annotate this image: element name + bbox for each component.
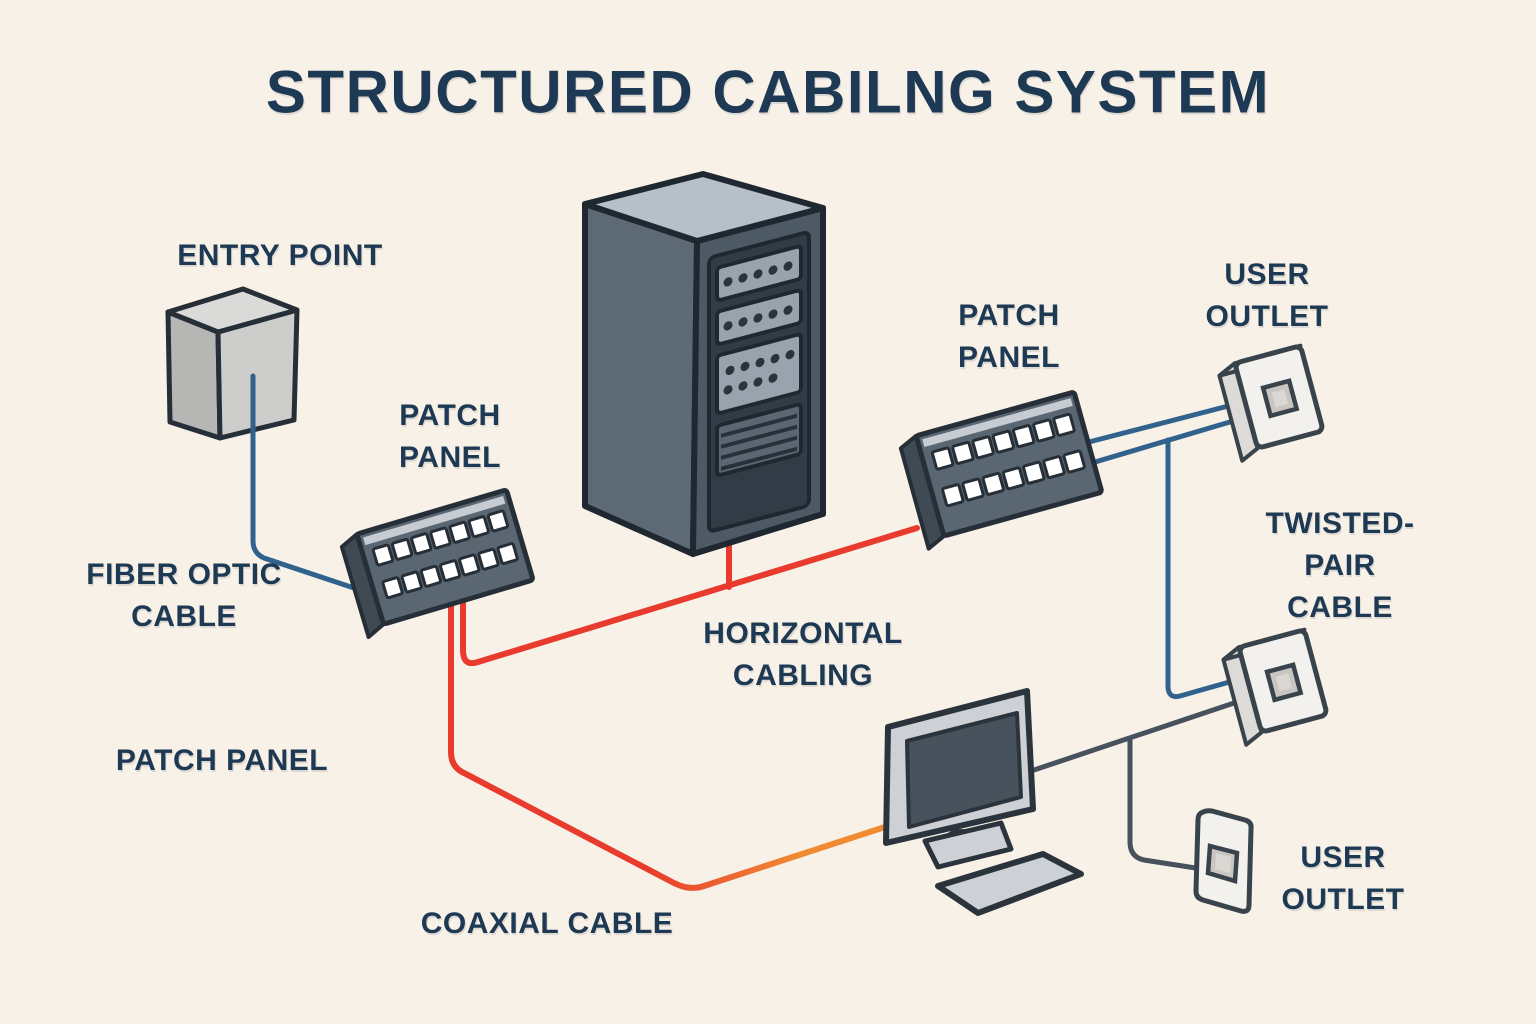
monitor-stand-base: [922, 820, 1014, 870]
patch-panel-left-label: PATCH PANEL: [399, 399, 501, 474]
fiber-branch-line: [1165, 437, 1243, 699]
twisted-pair-cable-label: TWISTED-PAIR CABLE: [1265, 507, 1415, 624]
patch-panel-right-ports: [930, 412, 1086, 508]
twisted-pair-outlet-device: [1221, 627, 1329, 747]
user-outlet-bottom-label: USER OUTLET: [1281, 841, 1405, 916]
server-rack: [582, 171, 826, 557]
fiber-optic-cable-label: FIBER OPTIC CABLE: [86, 558, 282, 633]
horizontal-cabling-line: [460, 525, 920, 667]
entry-point-label: ENTRY POINT: [177, 239, 383, 272]
fiber-link-upper-line: [1082, 400, 1243, 446]
patch-panel-left-device: [339, 488, 535, 640]
user-outlet-bottom-device: [1193, 808, 1254, 914]
cables: [448, 400, 1243, 891]
horizontal-cabling-label: HORIZONTAL CABLING: [703, 617, 903, 692]
twisted-pair-line: [1031, 698, 1243, 773]
user-outlet-top-label: USER OUTLET: [1205, 258, 1329, 333]
fiber-optic-cable-line: [250, 373, 363, 593]
rack-front-details: [707, 230, 811, 533]
monitor-screen: [905, 711, 1023, 829]
computer-workstation: [883, 688, 1084, 916]
entry-point-box: [165, 286, 300, 441]
patch-panel-right-label: PATCH PANEL: [958, 299, 1060, 374]
diagram-title: STRUCTURED CABILNG SYSTEM: [265, 58, 1271, 126]
patch-panel-left-ports: [371, 509, 519, 600]
fiber-link-lower-line: [1082, 416, 1243, 468]
twisted-pair-branch-line: [1127, 735, 1205, 872]
coaxial-cable-label: COAXIAL CABLE: [420, 907, 674, 940]
patch-panel-right-device: [898, 390, 1104, 551]
user-outlet-top-device: [1217, 343, 1325, 463]
patch-panel-bottom-label: PATCH PANEL: [115, 744, 329, 777]
keyboard: [935, 851, 1084, 916]
coaxial-cable-line: [448, 597, 891, 891]
